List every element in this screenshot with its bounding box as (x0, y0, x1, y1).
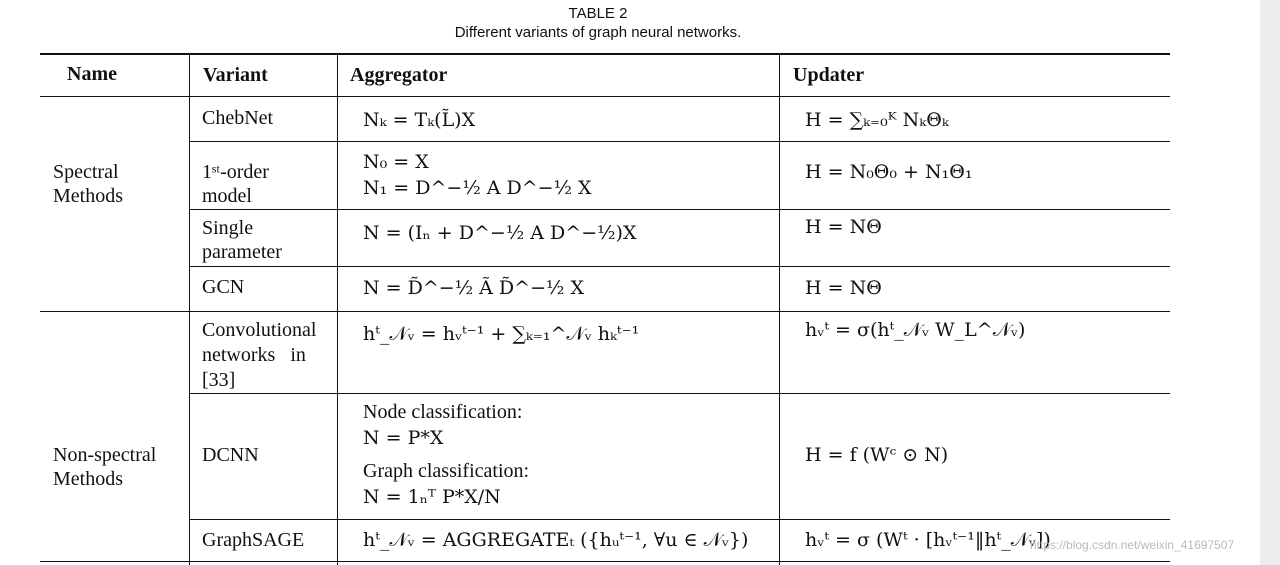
aggregator-note: Node classification: (363, 401, 523, 423)
aggregator-formula: N = P*X (363, 427, 444, 449)
variant-label: parameter (202, 241, 282, 263)
variant-label: 1ˢᵗ-order (202, 161, 269, 183)
group-spectral-line2: Methods (53, 185, 123, 207)
variant-label: Single (202, 217, 254, 239)
variant-label: networks in (202, 344, 306, 366)
rule-bottom (40, 561, 1170, 562)
rule-row2 (189, 209, 1170, 210)
updater-formula: H = ∑ₖ₌₀ᴷ NₖΘₖ (805, 109, 949, 131)
rule-group (40, 311, 1170, 312)
aggregator-formula: N = D̃^−½ Ã D̃^−½ X (363, 277, 584, 299)
rule-header (40, 96, 1170, 97)
table-title: Different variants of graph neural netwo… (454, 24, 742, 41)
updater-formula: H = f (Wᶜ ⊙ N) (805, 444, 949, 466)
col-rule-1 (189, 53, 190, 565)
variant-label: [33] (202, 369, 236, 391)
watermark-url: https://blog.csdn.net/weixin_41697507 (1030, 538, 1235, 552)
aggregator-formula: N = (Iₙ + D^−½ A D^−½)X (363, 222, 637, 244)
variant-label: GraphSAGE (202, 529, 305, 551)
aggregator-formula: hᵗ_𝒩ᵥ = AGGREGATEₜ ({hᵤᵗ⁻¹, ∀u ∈ 𝒩ᵥ}) (363, 529, 749, 551)
table-label: TABLE 2 (568, 5, 628, 22)
group-spectral-line1: Spectral (53, 161, 119, 183)
updater-formula: hᵥᵗ = σ (Wᵗ · [hᵥᵗ⁻¹‖hᵗ_𝒩ᵥ]) (805, 529, 1051, 551)
updater-formula: H = N₀Θ₀ + N₁Θ₁ (805, 161, 973, 183)
aggregator-formula: N = 1ₙᵀ P*X/N (363, 486, 501, 508)
group-nonspectral-line1: Non-spectral (53, 444, 157, 466)
page-edge (1260, 0, 1280, 565)
aggregator-formula: N₁ = D^−½ A D^−½ X (363, 177, 592, 199)
variant-label: DCNN (202, 444, 259, 466)
header-updater: Updater (793, 64, 865, 86)
group-nonspectral-line2: Methods (53, 468, 123, 490)
rule-row3 (189, 266, 1170, 267)
aggregator-note: Graph classification: (363, 460, 530, 482)
col-rule-3 (779, 53, 780, 565)
rule-top (40, 53, 1170, 55)
aggregator-formula: hᵗ_𝒩ᵥ = hᵥᵗ⁻¹ + ∑ₖ₌₁^𝒩ᵥ hₖᵗ⁻¹ (363, 323, 640, 345)
variant-label: GCN (202, 276, 245, 298)
variant-label: model (202, 185, 252, 207)
aggregator-formula: N₀ = X (363, 151, 429, 173)
variant-label: Convolutional (202, 319, 317, 341)
updater-formula: hᵥᵗ = σ(hᵗ_𝒩ᵥ W_L^𝒩ᵥ) (805, 319, 1026, 341)
header-variant: Variant (203, 64, 268, 86)
variant-label: ChebNet (202, 107, 274, 129)
rule-row6 (189, 519, 1170, 520)
header-aggregator: Aggregator (350, 64, 448, 86)
aggregator-formula: Nₖ = Tₖ(L̃)X (363, 109, 476, 131)
col-rule-2 (337, 53, 338, 565)
updater-formula: H = NΘ (805, 277, 882, 299)
header-name: Name (67, 63, 117, 85)
rule-row1 (189, 141, 1170, 142)
rule-row5 (189, 393, 1170, 394)
updater-formula: H = NΘ (805, 216, 882, 238)
